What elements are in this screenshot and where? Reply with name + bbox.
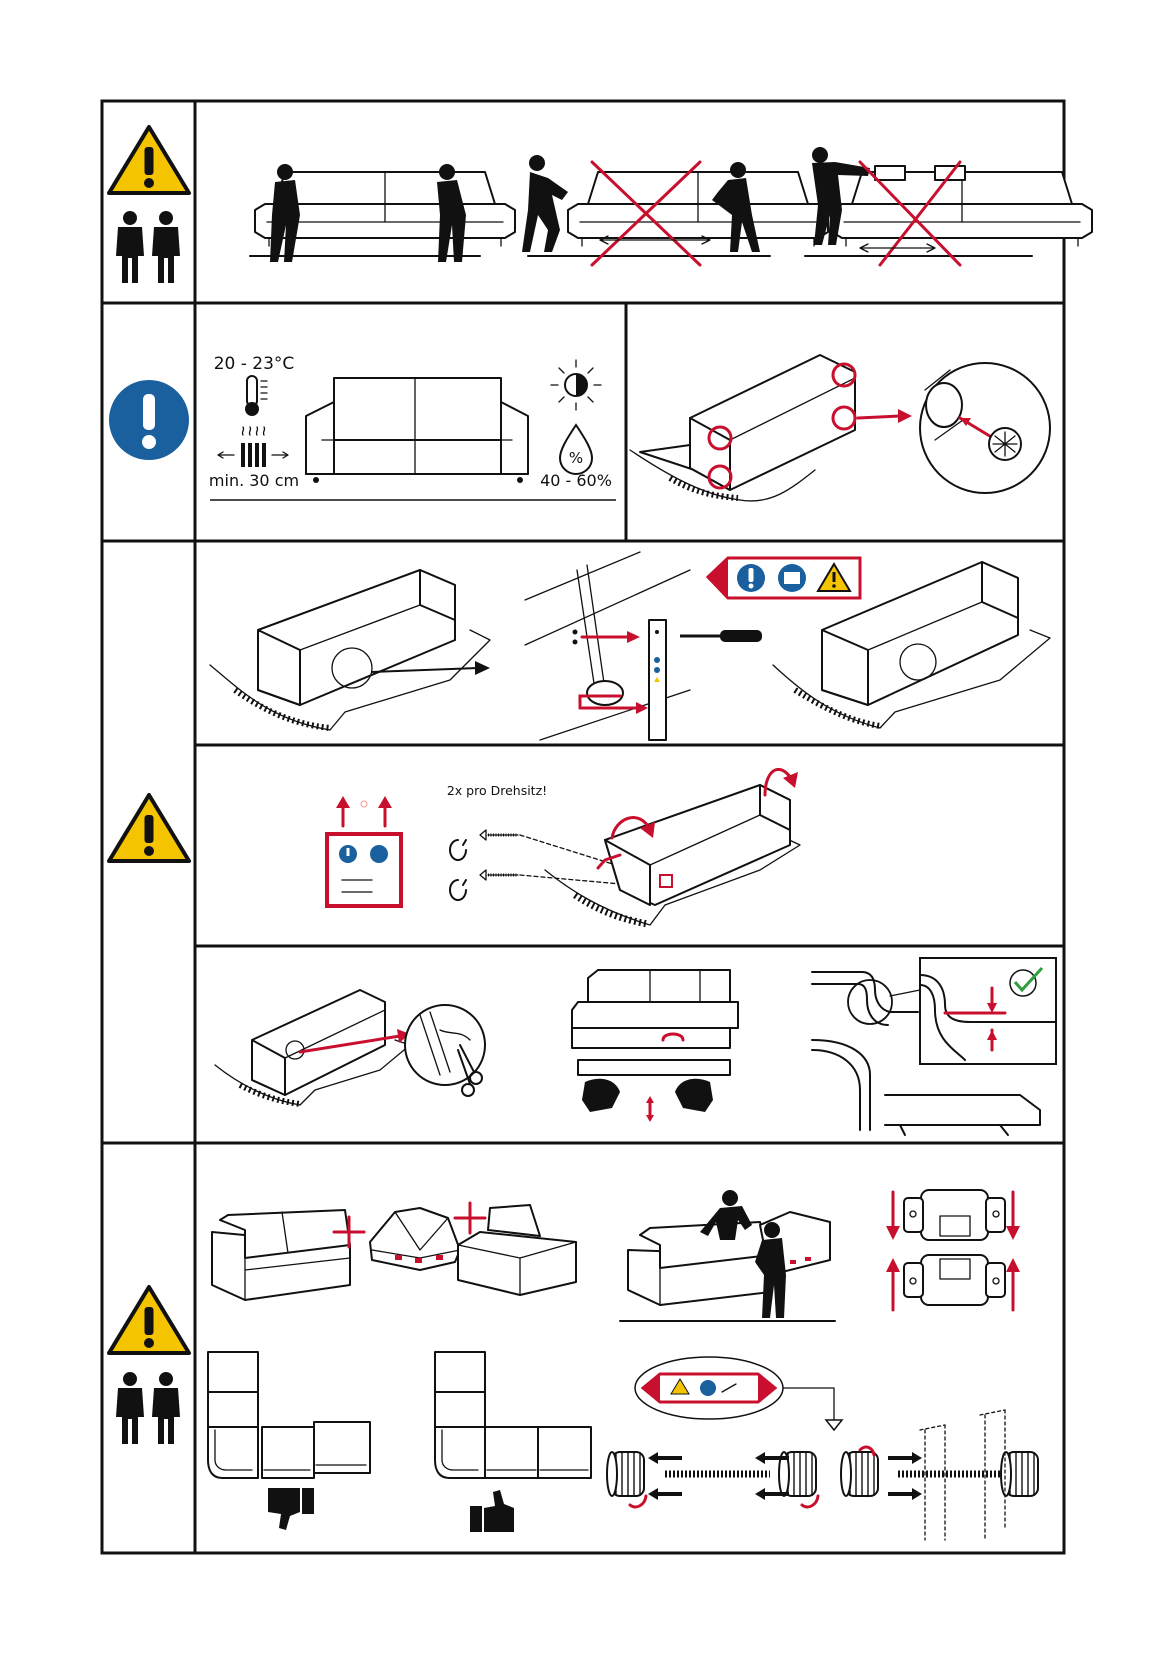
module-parts-illustration [211,1201,577,1301]
connector-label-callout [634,1356,844,1432]
radiator-icon [217,426,289,467]
module-join-illustration [619,1190,836,1322]
swivel-note: 2x pro Drehsitz! [447,783,547,798]
backrest-attach-illustration [571,969,739,1122]
layout-wrong-illustration [207,1351,371,1530]
humidity-icon: % [558,423,594,475]
warning-icon [107,125,191,195]
row-module-assembly [107,1189,1039,1541]
scissors-icon [457,1044,483,1097]
warning-icon [107,793,191,863]
mandatory-icon [109,380,189,460]
carry-wrong-illustration-1 [522,155,829,267]
sun-icon [550,359,602,411]
row-strap [214,957,1057,1136]
warning-icon [107,1285,191,1355]
connector-bolt-illustration [606,1409,1039,1541]
percent-symbol: % [569,449,583,467]
thumbs-up-icon [470,1490,514,1532]
page-frame [100,99,1066,1555]
row-climate: 20 - 23°C min. 30 cm [109,354,1051,502]
humidity-label: 40 - 60% [540,471,612,490]
two-persons-icon [116,1372,180,1444]
carry-wrong-illustration-2 [804,147,1093,267]
sofa-climate-illustration [210,377,616,501]
checkmark-icon [1009,966,1044,997]
row-swivel: 2x pro Drehsitz! [107,767,801,928]
distance-label: min. 30 cm [209,471,299,490]
sofa-strap-illustration [214,989,486,1107]
safety-label-sign [705,556,862,600]
screwdriver-icon [680,630,762,642]
thumbs-down-icon [268,1488,314,1530]
two-persons-icon [116,211,180,283]
module-orientation-illustration [886,1189,1020,1312]
hands-icon [582,1078,713,1112]
row-unpacking [209,551,1051,741]
sofa-feet-illustration [629,354,1051,502]
carry-correct-illustration [249,164,516,262]
swivel-label-card [325,796,403,908]
layout-correct-illustration [434,1351,592,1532]
gap-check-illustration [811,957,1057,1136]
row-carrying [107,125,1093,283]
swivel-screws-illustration [449,767,801,928]
sofa-unpack-illustration-1 [209,569,491,731]
sofa-unpack-illustration-2 [772,561,1051,729]
screw-detail-illustration [524,551,862,741]
temperature-label: 20 - 23°C [214,354,295,374]
thermometer-icon [245,375,268,416]
